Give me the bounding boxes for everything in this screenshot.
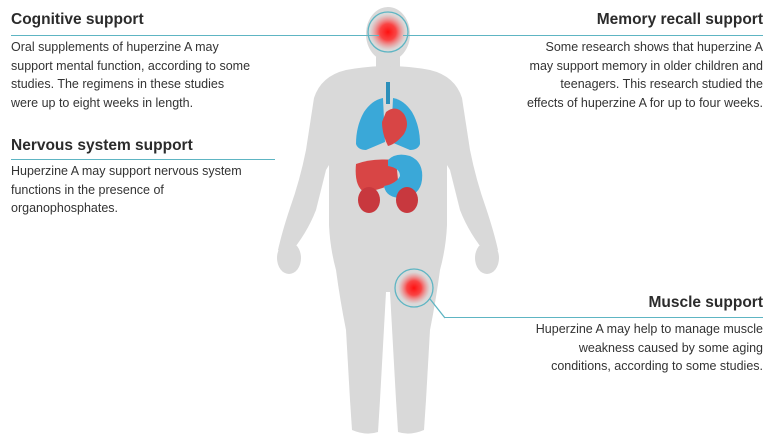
right-kidney — [396, 187, 418, 213]
callout-memory: Memory recall support Some research show… — [403, 10, 763, 112]
memory-line: may support memory in older children and — [529, 58, 763, 73]
nervous-title: Nervous system support — [11, 137, 193, 154]
muscle-connector — [429, 298, 446, 319]
cognitive-description: Oral supplements of huperzine A may supp… — [11, 38, 281, 112]
muscle-rule — [445, 317, 763, 318]
muscle-line: weakness caused by some aging — [578, 340, 763, 355]
cognitive-rule — [11, 35, 379, 36]
nervous-description: Huperzine A may support nervous system f… — [11, 162, 281, 218]
memory-description: Some research shows that huperzine A may… — [403, 38, 763, 112]
muscle-description: Huperzine A may help to manage muscle we… — [445, 320, 763, 376]
cognitive-line: support mental function, according to so… — [11, 58, 251, 73]
nervous-line: Huperzine A may support nervous system — [11, 164, 242, 178]
muscle-line: Huperzine A may help to manage muscle — [535, 322, 763, 336]
nervous-line: organophosphates. — [11, 201, 119, 215]
muscle-hotspot — [398, 272, 430, 304]
memory-line: teenagers. This research studied the — [560, 77, 763, 91]
cognitive-line: were up to eight weeks in length. — [11, 95, 194, 110]
nervous-line: functions in the presence of — [11, 182, 164, 197]
cognitive-line: studies. The regimens in these studies — [11, 77, 225, 91]
nervous-rule — [11, 159, 275, 160]
heart — [382, 108, 407, 146]
memory-rule — [403, 35, 763, 36]
liver — [355, 159, 398, 192]
memory-line: effects of huperzine A for up to four we… — [526, 95, 763, 110]
brain-hotspot — [370, 14, 406, 50]
muscle-hotspot-ring — [394, 268, 434, 308]
callout-nervous: Nervous system support Huperzine A may s… — [11, 136, 281, 218]
memory-title: Memory recall support — [596, 11, 763, 28]
muscle-title: Muscle support — [648, 294, 763, 311]
brain-hotspot-ring — [367, 11, 409, 53]
memory-line: Some research shows that huperzine A — [545, 40, 763, 54]
callout-cognitive: Cognitive support Oral supplements of hu… — [11, 10, 391, 112]
callout-muscle: Muscle support Huperzine A may help to m… — [445, 293, 763, 376]
stomach — [384, 154, 423, 198]
cognitive-line: Oral supplements of huperzine A may — [11, 40, 219, 54]
left-kidney — [358, 187, 380, 213]
cognitive-title: Cognitive support — [11, 11, 144, 28]
muscle-line: conditions, according to some studies. — [551, 359, 763, 373]
